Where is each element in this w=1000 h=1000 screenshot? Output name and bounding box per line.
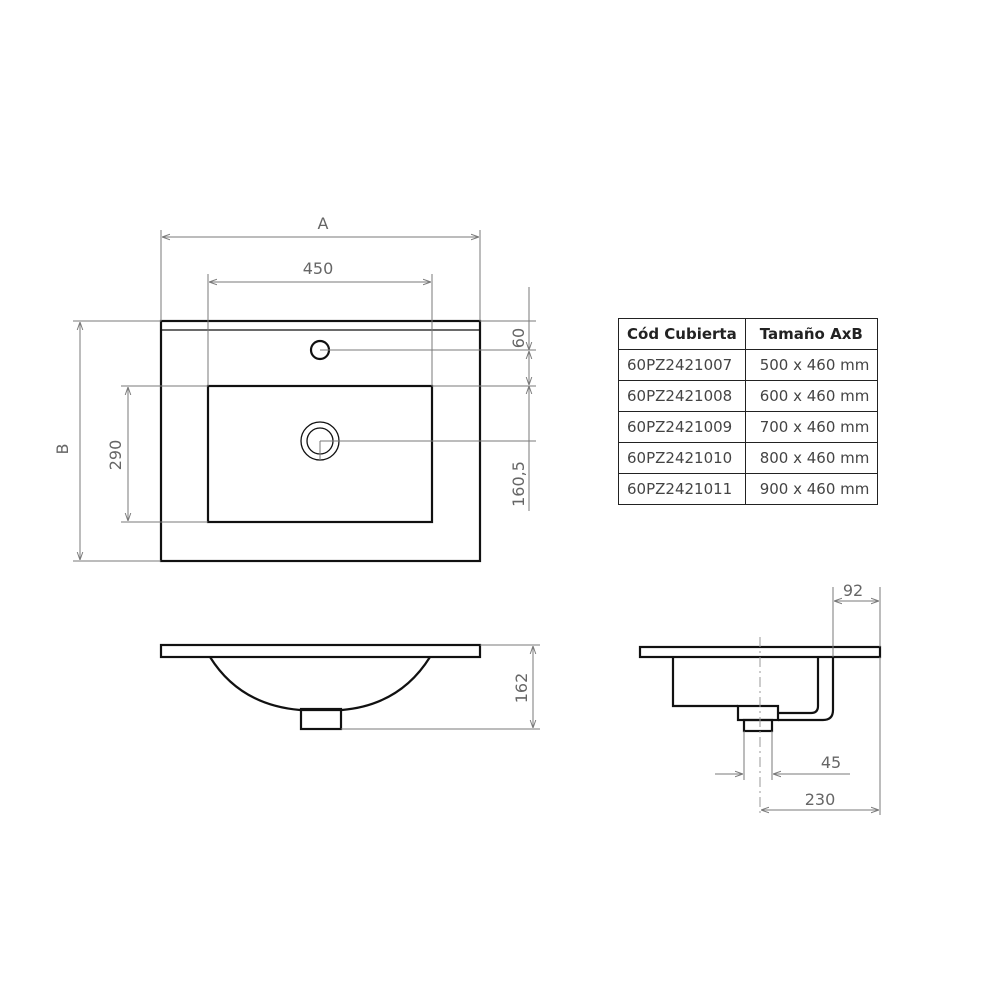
- dim-b: B: [53, 320, 161, 562]
- dim-60-label: 60: [509, 328, 528, 348]
- dim-290-label: 290: [106, 440, 125, 471]
- dim-45-label: 45: [821, 753, 841, 772]
- side-basin-left: [671, 657, 738, 708]
- dim-160-label: 160,5: [509, 461, 528, 507]
- dim-a: A: [160, 214, 481, 321]
- cell-code: 60PZ2421007: [618, 349, 746, 381]
- front-drain: [299, 707, 343, 731]
- side-drain-pipe: [742, 718, 774, 733]
- table-row: 60PZ2421007 500 x 460 mm: [618, 349, 879, 381]
- model-size-table: Cód Cubierta Tamaño AxB 60PZ2421007 500 …: [618, 318, 879, 505]
- dim-162-label: 162: [512, 673, 531, 704]
- cell-size: 600 x 460 mm: [744, 380, 879, 412]
- cell-size: 500 x 460 mm: [744, 349, 879, 381]
- dim-92-label: 92: [843, 581, 863, 600]
- cell-size: 700 x 460 mm: [744, 411, 879, 443]
- side-overflow-outer: [778, 657, 820, 715]
- header-code: Cód Cubierta: [618, 318, 746, 350]
- table-row: 60PZ2421010 800 x 460 mm: [618, 442, 879, 474]
- dim-230-label: 230: [805, 790, 836, 809]
- dim-450-label: 450: [303, 259, 334, 278]
- header-size: Tamaño AxB: [744, 318, 879, 350]
- dim-450: 450: [207, 259, 433, 386]
- front-basin-bowl: [209, 656, 431, 712]
- dim-45: 45: [715, 731, 850, 780]
- dim-290: 290: [106, 385, 208, 523]
- side-view: [638, 637, 882, 815]
- cell-code: 60PZ2421008: [618, 380, 746, 412]
- dim-b-label: B: [53, 444, 72, 455]
- table-row: 60PZ2421009 700 x 460 mm: [618, 411, 879, 443]
- table-row: 60PZ2421011 900 x 460 mm: [618, 473, 879, 505]
- dim-92: 92: [832, 581, 881, 657]
- side-drain-body: [736, 704, 780, 722]
- cell-code: 60PZ2421009: [618, 411, 746, 443]
- cell-code: 60PZ2421011: [618, 473, 746, 505]
- dim-162: 162: [341, 644, 540, 730]
- front-view: [159, 643, 482, 731]
- dim-230: 230: [761, 657, 881, 815]
- dim-a-label: A: [318, 214, 329, 233]
- table-row: 60PZ2421008 600 x 460 mm: [618, 380, 879, 412]
- cell-size: 900 x 460 mm: [744, 473, 879, 505]
- table-header-row: Cód Cubierta Tamaño AxB: [618, 318, 879, 350]
- side-overflow-inner: [778, 657, 835, 722]
- top-view: [159, 319, 536, 563]
- cell-code: 60PZ2421010: [618, 442, 746, 474]
- dim-right-vertical: 60 160,5: [432, 287, 536, 511]
- front-countertop: [159, 643, 482, 659]
- cell-size: 800 x 460 mm: [744, 442, 879, 474]
- basin-outline: [206, 384, 434, 524]
